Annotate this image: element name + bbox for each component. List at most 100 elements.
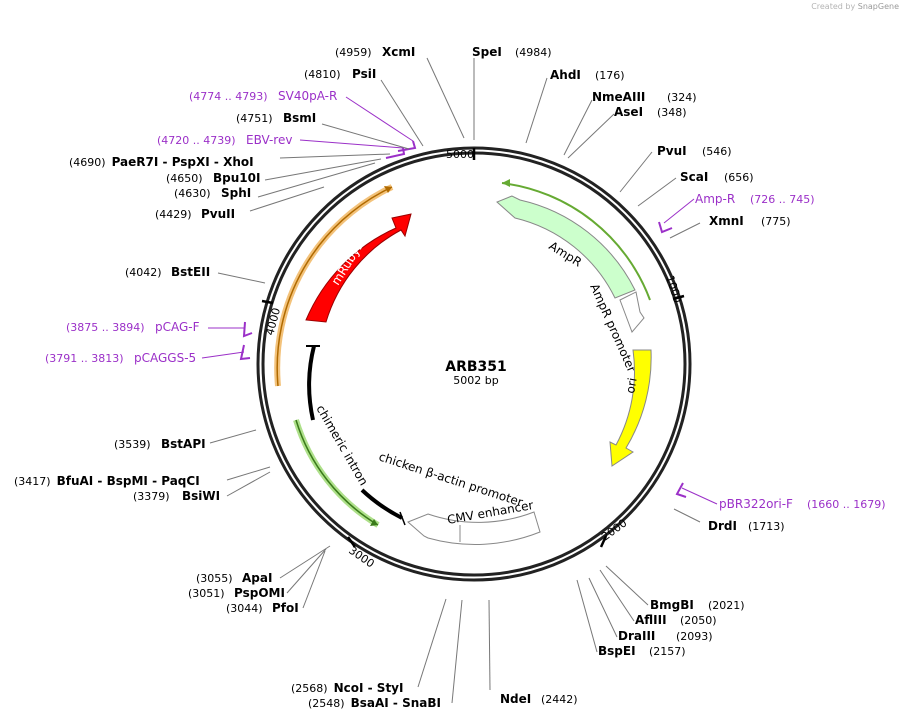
- enzyme-asei[interactable]: AseI (348): [614, 105, 687, 119]
- svg-text:(4630): (4630): [174, 187, 211, 200]
- snapgene-credit: Created by SnapGene: [811, 2, 899, 11]
- primer-ebv[interactable]: (4720 .. 4739)EBV-rev: [157, 133, 292, 147]
- svg-text:PfoI: PfoI: [272, 601, 299, 615]
- tick-5000: 5000: [446, 148, 474, 161]
- primer-leaders: [201, 96, 718, 505]
- feature-ori-label: ori: [623, 377, 639, 395]
- enzyme-ncoi[interactable]: (2568)NcoI - StyI: [291, 681, 403, 695]
- svg-text:(3791 .. 3813): (3791 .. 3813): [45, 352, 124, 365]
- svg-text:(2442): (2442): [541, 693, 578, 706]
- enzyme-draiii[interactable]: DraIII(2093): [618, 629, 713, 643]
- primer-pbr[interactable]: pBR322ori-F(1660 .. 1679): [719, 497, 886, 511]
- enzyme-pvuii[interactable]: (4429) PvuII: [155, 207, 235, 221]
- svg-text:(2568)NcoI - StyI: (2568)NcoI - StyI: [291, 681, 403, 695]
- enzyme-drdi[interactable]: DrdI (1713): [708, 519, 785, 533]
- tick-marks: [261, 148, 685, 548]
- plasmid-name: ARB351: [445, 359, 507, 375]
- enzyme-bspei[interactable]: BspEI (2157): [598, 644, 686, 658]
- enzyme-bsteii[interactable]: (4042)BstEII: [125, 265, 210, 279]
- svg-text:(2021): (2021): [708, 599, 745, 612]
- svg-text:BsmI: BsmI: [283, 111, 316, 125]
- svg-text:(3379): (3379): [133, 490, 170, 503]
- feature-mruby2-label: mRuby2: [329, 238, 367, 287]
- svg-text:(1713): (1713): [748, 520, 785, 533]
- svg-text:(324): (324): [667, 91, 697, 104]
- svg-text:(3539): (3539): [114, 438, 151, 451]
- primer-pcagf[interactable]: (3875 .. 3894) pCAG-F: [66, 320, 200, 334]
- svg-text:(4429): (4429): [155, 208, 192, 221]
- enzyme-ahdi[interactable]: AhdI(176): [550, 68, 625, 82]
- primer-ampr[interactable]: Amp-R(726 .. 745): [695, 192, 815, 206]
- svg-text:(656): (656): [724, 171, 754, 184]
- enzyme-spei[interactable]: SpeI (4984): [472, 45, 552, 59]
- feature-cba-label: chicken β-actin promoter: [377, 450, 525, 510]
- svg-text:pCAGGS-5: pCAGGS-5: [134, 351, 196, 365]
- enzyme-pae[interactable]: (4690)PaeR7I - PspXI - XhoI: [69, 155, 254, 169]
- svg-text:ScaI: ScaI: [680, 170, 708, 184]
- svg-text:NmeAIII: NmeAIII: [592, 90, 645, 104]
- enzyme-psii[interactable]: (4810)PsiI: [304, 67, 376, 81]
- enzyme-apai[interactable]: (3055) ApaI: [196, 571, 272, 585]
- enzyme-bfuai[interactable]: (3417)BfuAI - BspMI - PaqCI: [14, 474, 200, 488]
- svg-text:(4650): (4650): [166, 172, 203, 185]
- enzyme-nmeaiii[interactable]: NmeAIII (324): [592, 90, 697, 104]
- enzyme-ndei[interactable]: NdeI (2442): [500, 692, 578, 706]
- primer-pcaggs[interactable]: (3791 .. 3813) pCAGGS-5: [45, 351, 196, 365]
- feature-intron[interactable]: chimeric intron: [293, 345, 380, 528]
- feature-cmv[interactable]: CMV enhancer: [407, 498, 541, 545]
- enzyme-scai[interactable]: ScaI (656): [680, 170, 754, 184]
- enzyme-bmgbi[interactable]: BmgBI(2021): [650, 598, 745, 612]
- enzyme-xcmi[interactable]: (4959) XcmI: [335, 45, 415, 59]
- svg-text:DrdI: DrdI: [708, 519, 737, 533]
- svg-text:(546): (546): [702, 145, 732, 158]
- svg-text:(4751): (4751): [236, 112, 273, 125]
- svg-text:(4810): (4810): [304, 68, 341, 81]
- svg-text:(3044): (3044): [226, 602, 263, 615]
- svg-text:Amp-R: Amp-R: [695, 192, 735, 206]
- svg-text:PspOMI: PspOMI: [234, 586, 285, 600]
- svg-text:(3051): (3051): [188, 587, 225, 600]
- svg-text:ApaI: ApaI: [242, 571, 272, 585]
- svg-text:SpeI: SpeI: [472, 45, 502, 59]
- svg-text:(2050): (2050): [680, 614, 717, 627]
- svg-text:NdeI: NdeI: [500, 692, 531, 706]
- svg-text:SV40pA-R: SV40pA-R: [278, 89, 337, 103]
- svg-text:(348): (348): [657, 106, 687, 119]
- enzyme-pvui[interactable]: PvuI (546): [657, 144, 732, 158]
- svg-text:PvuII: PvuII: [201, 207, 235, 221]
- enzyme-bstapi[interactable]: (3539)BstAPI: [114, 437, 206, 451]
- svg-text:pBR322ori-F: pBR322ori-F: [719, 497, 793, 511]
- primer-markers: [239, 140, 687, 498]
- feature-ori[interactable]: ori: [609, 349, 652, 467]
- svg-text:AseI: AseI: [614, 105, 643, 119]
- svg-text:XmnI: XmnI: [709, 214, 744, 228]
- enzyme-bpu10i[interactable]: (4650)Bpu10I: [166, 171, 260, 185]
- svg-text:(4984): (4984): [515, 46, 552, 59]
- feature-ampr[interactable]: AmpR: [496, 179, 651, 301]
- svg-text:(3875 .. 3894): (3875 .. 3894): [66, 321, 145, 334]
- enzyme-pfoi[interactable]: (3044) PfoI: [226, 601, 299, 615]
- tick-1000: 1000: [663, 274, 684, 305]
- enzyme-pspomi[interactable]: (3051) PspOMI: [188, 586, 285, 600]
- svg-text:(4690)PaeR7I - PspXI - XhoI: (4690)PaeR7I - PspXI - XhoI: [69, 155, 254, 169]
- enzyme-bsaai[interactable]: (2548)BsaAI - SnaBI: [308, 696, 441, 710]
- svg-text:(4959): (4959): [335, 46, 372, 59]
- svg-text:(2548)BsaAI - SnaBI: (2548)BsaAI - SnaBI: [308, 696, 441, 710]
- svg-text:(2157): (2157): [649, 645, 686, 658]
- enzyme-bsiwi[interactable]: (3379)BsiWI: [133, 489, 220, 503]
- primer-sv40pa[interactable]: (4774 .. 4793)SV40pA-R: [189, 89, 337, 103]
- svg-text:XcmI: XcmI: [382, 45, 415, 59]
- svg-text:PvuI: PvuI: [657, 144, 687, 158]
- enzyme-xmni[interactable]: XmnI(775): [709, 214, 791, 228]
- feature-mruby2[interactable]: mRuby2: [305, 213, 412, 323]
- svg-text:(4042): (4042): [125, 266, 162, 279]
- enzyme-bsmi[interactable]: (4751) BsmI: [236, 111, 316, 125]
- svg-text:(2093): (2093): [676, 630, 713, 643]
- svg-text:(3055): (3055): [196, 572, 233, 585]
- enzyme-sphi[interactable]: (4630)SphI: [174, 186, 251, 200]
- svg-text:pCAG-F: pCAG-F: [155, 320, 200, 334]
- svg-text:BspEI: BspEI: [598, 644, 636, 658]
- enzyme-leaders: [209, 57, 701, 704]
- enzyme-afliii[interactable]: AflIII(2050): [635, 613, 717, 627]
